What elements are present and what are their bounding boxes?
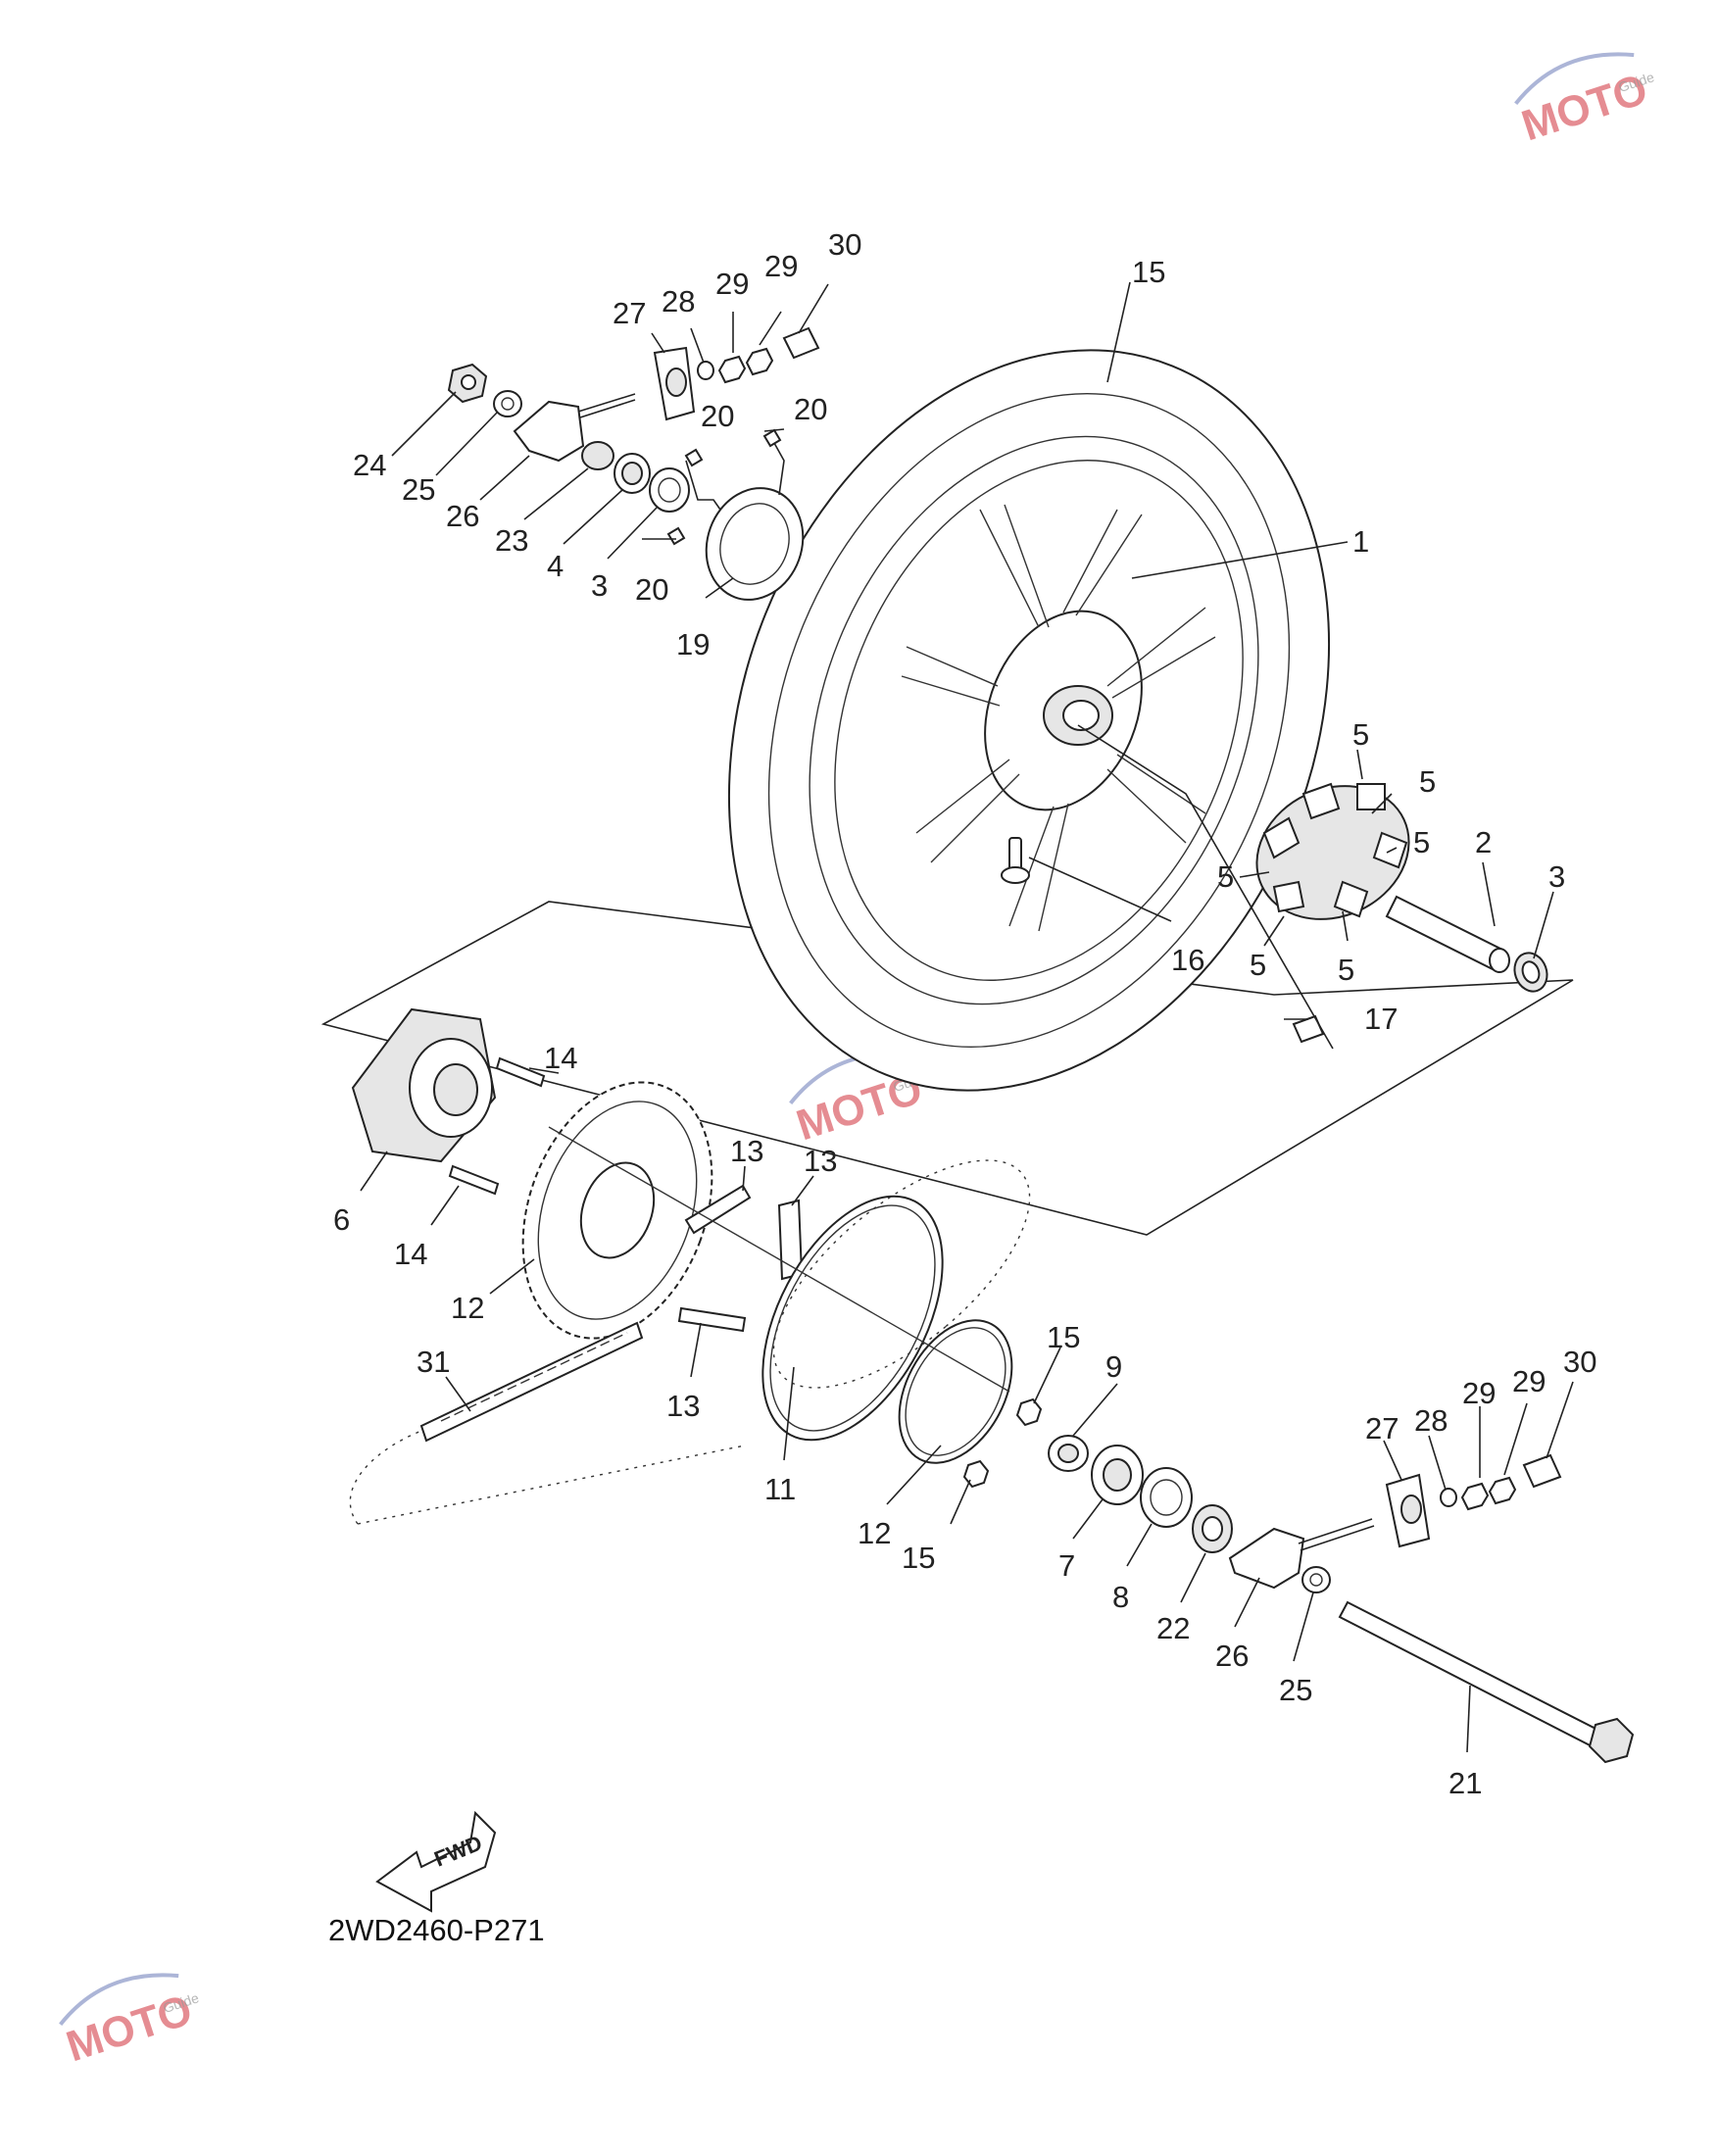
callout-20-a: 20: [701, 399, 734, 433]
callout-3-left: 3: [591, 568, 608, 603]
nut-15a: [1015, 1397, 1043, 1427]
callout-9: 9: [1105, 1349, 1122, 1384]
callout-14-top: 14: [544, 1041, 577, 1075]
callout-25-bottom: 25: [1279, 1673, 1312, 1707]
callout-labels: 15 1 5 5 5 5 5 5 2 3 16 17 30 29 29 28 2…: [333, 227, 1596, 1800]
callout-19: 19: [676, 627, 710, 662]
plate-13c: [677, 1306, 747, 1333]
axle-21: [1338, 1600, 1635, 1764]
callout-4: 4: [547, 549, 564, 583]
collar-2: [1385, 895, 1510, 973]
callout-7: 7: [1058, 1548, 1075, 1583]
callout-8: 8: [1112, 1580, 1129, 1614]
callout-29-bottom-b: 29: [1512, 1364, 1546, 1398]
callout-17: 16: [1171, 943, 1204, 977]
callout-29-top-b: 29: [764, 249, 798, 283]
sprocket-10: [521, 1081, 713, 1340]
callout-11: 11: [764, 1472, 796, 1506]
callout-16: 15: [1132, 255, 1165, 289]
left-adjuster-cluster: [447, 326, 820, 601]
plate-13a: [684, 1184, 752, 1235]
watermark-top-right: MOTO Guide: [1514, 52, 1656, 150]
callout-14-bottom: 14: [394, 1237, 427, 1271]
axle-centerline: [548, 1126, 1010, 1393]
studs-14: [448, 1056, 546, 1196]
callout-31: 31: [417, 1345, 450, 1379]
callout-18: 17: [1364, 1002, 1398, 1036]
callout-15-bottom: 15: [902, 1541, 935, 1575]
chain-guard-12: [898, 1319, 1013, 1464]
callout-20-b: 20: [794, 392, 827, 426]
callout-6: 6: [333, 1202, 350, 1237]
callout-25-top: 25: [402, 472, 435, 507]
fwd-arrow-icon: FWD: [375, 1810, 497, 1913]
callout-26-top: 26: [446, 499, 479, 533]
callout-13-a: 13: [730, 1134, 763, 1168]
callout-15-top: 15: [1047, 1320, 1080, 1354]
callout-5b: 5: [1419, 764, 1436, 799]
right-bearing-cluster: [1048, 1435, 1233, 1553]
right-adjuster-cluster: [1228, 1453, 1562, 1593]
wheel-damper: [1255, 782, 1410, 920]
callout-27-bottom: 27: [1365, 1411, 1399, 1446]
callout-26-bottom: 26: [1215, 1639, 1249, 1673]
callout-30-bottom: 30: [1563, 1345, 1596, 1379]
callout-21: 21: [1448, 1766, 1482, 1800]
diagram-code: 2WD2460-P271: [328, 1913, 545, 1947]
callout-5d: 5: [1217, 859, 1234, 894]
callout-10: 12: [451, 1291, 484, 1325]
callout-12: 12: [858, 1516, 891, 1550]
callout-5f: 5: [1338, 953, 1354, 987]
callout-30-top: 30: [828, 227, 861, 262]
callout-3-right: 3: [1548, 859, 1565, 894]
callout-22: 22: [1156, 1611, 1190, 1645]
callout-5e: 5: [1250, 948, 1266, 982]
callout-2: 2: [1475, 825, 1492, 859]
callout-1: 1: [1352, 524, 1369, 559]
callout-27-top: 27: [613, 296, 646, 330]
chain-31: [349, 1321, 746, 1525]
callout-5a: 5: [1352, 717, 1369, 752]
watermark-bottom-left: MOTO Guide: [59, 1973, 201, 2071]
rear-wheel-tire: [727, 349, 1331, 1092]
callout-29-bottom-a: 29: [1462, 1376, 1496, 1410]
callout-24: 24: [353, 448, 386, 482]
callout-13-b: 13: [804, 1144, 837, 1178]
callout-13-c: 13: [666, 1389, 700, 1423]
callout-29-top-a: 29: [715, 267, 749, 301]
callout-5c: 5: [1413, 825, 1430, 859]
leader-lines: [360, 281, 1574, 1753]
nut-15b: [962, 1459, 990, 1489]
callout-23: 23: [495, 523, 528, 558]
clip-18: [1292, 1014, 1325, 1044]
callout-28-top: 28: [662, 284, 695, 318]
oil-seal-3: [1513, 952, 1548, 993]
assembly-outline: [320, 901, 1574, 1236]
callout-20-c: 20: [635, 572, 668, 607]
chain-guard-11: [761, 1159, 1031, 1442]
sprocket-hub-6: [351, 1007, 497, 1163]
callout-28-bottom: 28: [1414, 1403, 1448, 1438]
